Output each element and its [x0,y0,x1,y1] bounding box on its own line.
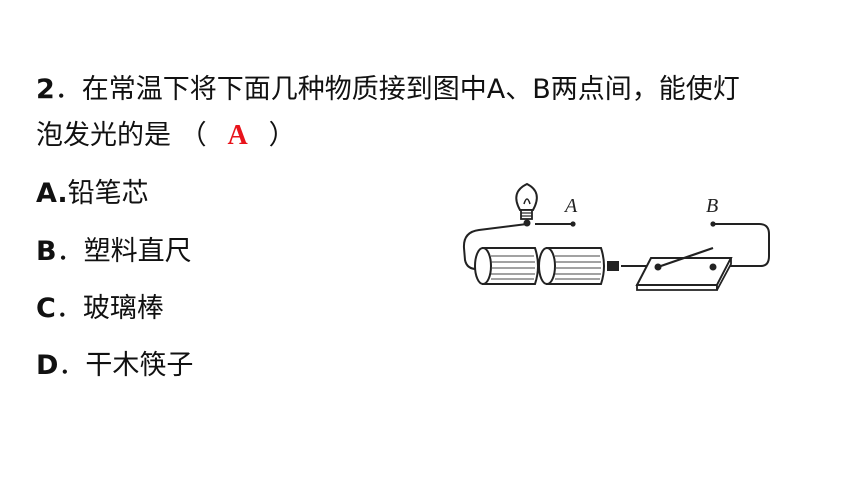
bulb-icon [515,182,538,227]
option-b-letter: B [36,236,57,267]
option-d-letter: D [36,350,59,381]
wire-left [462,223,528,271]
option-a-text: 铅笔芯 [67,178,149,209]
option-c-letter: C [36,293,56,324]
label-a: A [563,195,578,217]
label-b: B [706,195,718,217]
option-a: A.铅笔芯 [36,176,149,212]
battery-icon [538,247,619,285]
option-b: B．塑料直尺 [36,234,192,270]
point-b-dot [710,221,716,227]
question-text-2: 泡发光的是 [36,120,171,151]
switch-icon [635,246,733,291]
point-a-dot [570,221,576,227]
option-c-text: ．玻璃棒 [55,293,164,324]
circuit-diagram: A B [462,182,770,291]
question-text-1: ．在常温下将下面几种物质接到图中A、B两点间，能使灯 [54,74,740,105]
paren-close: ） [268,120,296,151]
paren-open: （ [179,120,207,151]
wire-b [713,223,770,267]
question-line-1: 2．在常温下将下面几种物质接到图中A、B两点间，能使灯 [36,72,740,108]
option-c: C．玻璃棒 [36,291,164,327]
option-b-text: ．塑料直尺 [56,236,192,267]
question-line-2: 泡发光的是 （ A ） [36,118,296,154]
option-d: D．干木筷子 [36,348,193,384]
option-d-text: ．干木筷子 [58,350,194,381]
option-a-letter: A. [36,178,68,209]
answer: A [227,120,248,151]
battery-icon [474,247,545,285]
question-number: 2 [36,74,55,105]
wires [462,223,770,271]
